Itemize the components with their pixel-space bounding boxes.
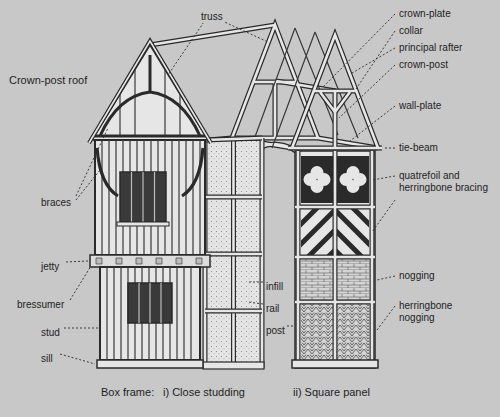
part-label: nogging	[398, 270, 492, 282]
part-label: truss	[200, 11, 224, 23]
part-label: stud	[40, 327, 61, 339]
label-holder: braces	[40, 192, 72, 210]
part-label: principal rafter	[398, 42, 492, 54]
part-label: tie-beam	[398, 142, 492, 154]
part-label: jetty	[40, 261, 60, 273]
label-holder: Box frame:	[100, 382, 155, 400]
part-label: Crown-post roof	[8, 74, 88, 86]
label-holder: Crown-post roof	[8, 70, 88, 88]
part-label: crown-plate	[398, 8, 492, 20]
part-label: sill	[40, 353, 54, 365]
label-holder: post	[265, 320, 286, 338]
label-holder: herringbone nogging	[398, 300, 462, 324]
label-holder: nogging	[398, 270, 492, 282]
label-holder: i) Close studding	[162, 382, 246, 400]
part-label: collar	[398, 25, 492, 37]
label-holder: tie-beam	[398, 142, 492, 154]
close-studding-building	[89, 41, 211, 368]
label-holder: infill	[265, 276, 284, 294]
label-holder: bressumer	[16, 294, 65, 312]
label-holder: sill	[40, 348, 54, 366]
part-label: Box frame:	[100, 386, 155, 398]
label-holder: principal rafter	[398, 42, 492, 54]
square-panel-wall	[203, 138, 264, 369]
part-label: i) Close studding	[162, 386, 246, 398]
label-holder: wall-plate	[398, 100, 492, 112]
label-holder: collar	[398, 25, 492, 37]
square-panel-frame	[292, 151, 378, 368]
part-label: wall-plate	[398, 100, 492, 112]
label-holder: quatrefoil and herringbone bracing	[398, 170, 492, 194]
label-holder: rail	[265, 298, 280, 316]
label-holder: crown-plate	[398, 8, 492, 20]
leader-lines	[60, 14, 395, 364]
part-label: infill	[265, 281, 284, 293]
label-holder: truss	[200, 6, 224, 24]
crown-post-truss	[288, 35, 382, 148]
label-holder: jetty	[40, 256, 60, 274]
part-label: ii) Square panel	[292, 386, 371, 398]
part-label: quatrefoil and herringbone bracing	[398, 170, 492, 194]
part-label: rail	[265, 303, 280, 315]
part-label: crown-post	[398, 59, 492, 71]
part-label: herringbone nogging	[398, 300, 462, 324]
label-holder: stud	[40, 322, 61, 340]
label-holder: crown-post	[398, 59, 492, 71]
part-label: post	[265, 325, 286, 337]
part-label: bressumer	[16, 299, 65, 311]
label-holder: ii) Square panel	[292, 382, 371, 400]
part-label: braces	[40, 197, 72, 209]
